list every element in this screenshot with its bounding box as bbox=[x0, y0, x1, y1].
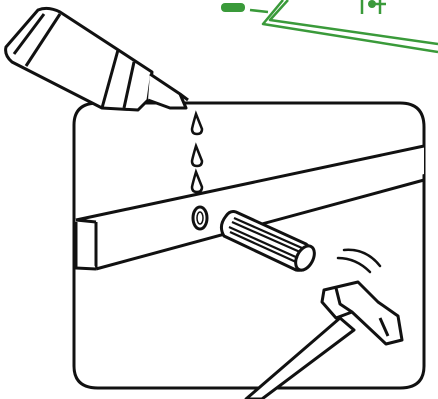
glue-bottle-icon bbox=[4, 6, 189, 112]
dowel-hole bbox=[191, 205, 209, 231]
motion-lines bbox=[336, 248, 382, 274]
green-board-preview-icon bbox=[221, 0, 438, 54]
glue-drop-icon bbox=[190, 110, 204, 194]
hammer-icon bbox=[244, 280, 404, 399]
detail-frame bbox=[72, 101, 426, 390]
wooden-board bbox=[74, 144, 425, 271]
wooden-dowel-icon bbox=[219, 210, 316, 272]
